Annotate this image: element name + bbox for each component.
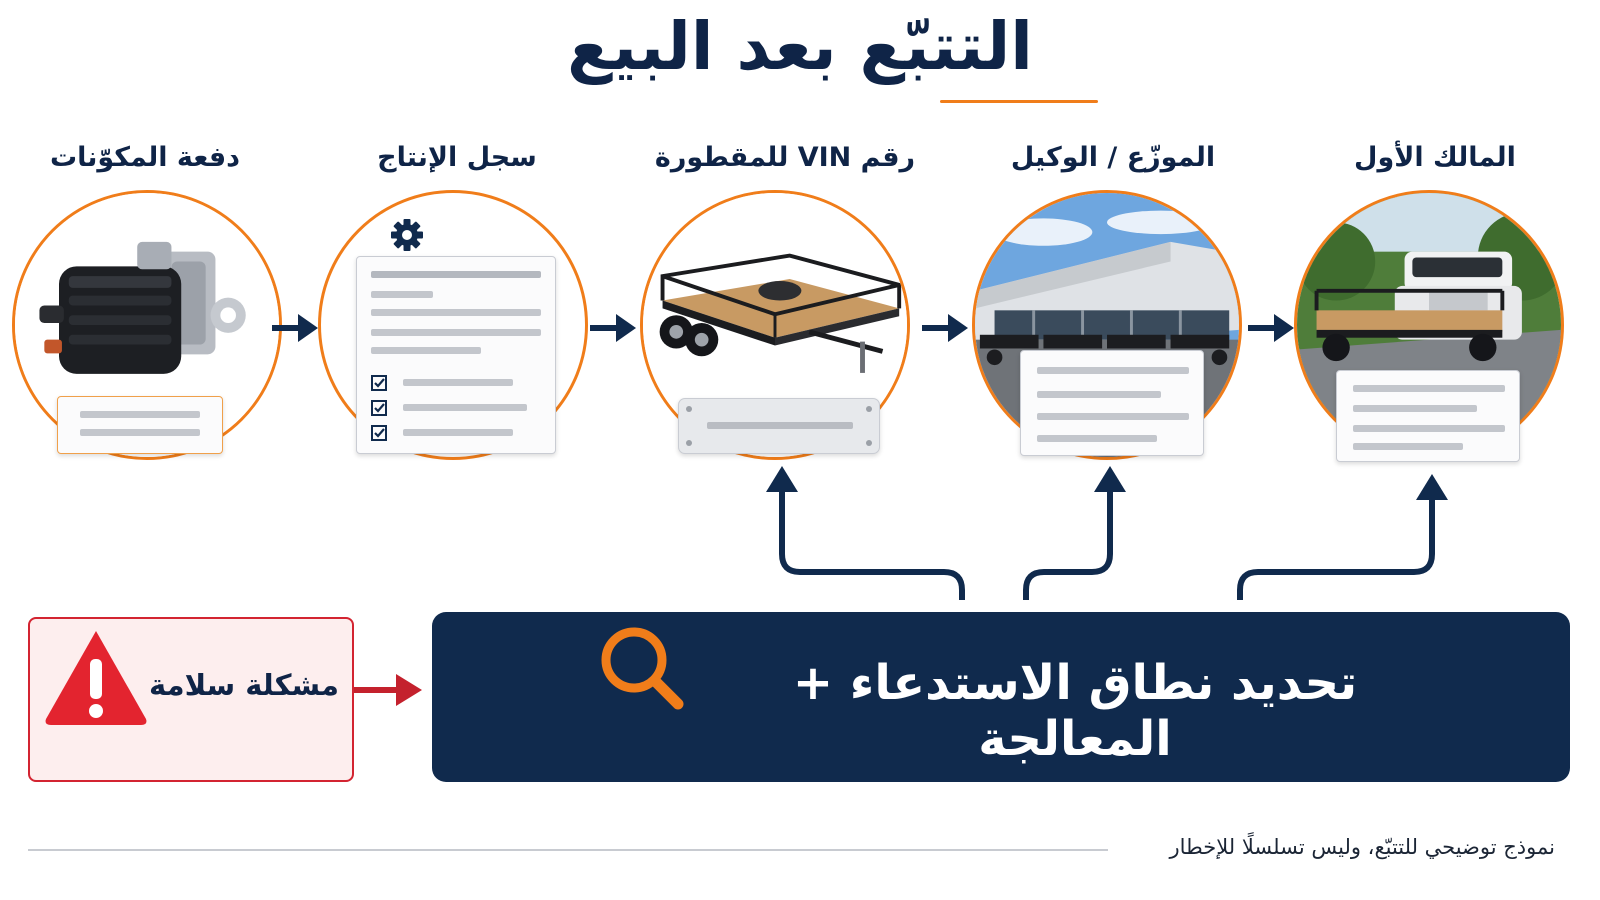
text-line-placeholder	[371, 309, 541, 316]
arrow-right-icon	[1248, 314, 1294, 342]
arrow-right-icon	[922, 314, 968, 342]
connector-to-dealer	[1023, 488, 1113, 600]
plate-rivet	[866, 406, 872, 412]
arrow-up-icon	[766, 466, 798, 492]
production-record-document	[356, 256, 556, 454]
plate-rivet	[686, 406, 692, 412]
text-line-placeholder	[80, 429, 200, 436]
page-title: التتبّع بعد البيع	[567, 8, 1033, 85]
owner-record-card	[1336, 370, 1520, 462]
text-line-placeholder	[80, 411, 200, 418]
footer-divider	[28, 849, 1108, 851]
text-line-placeholder	[1037, 367, 1189, 374]
text-line-placeholder	[403, 404, 527, 411]
text-line-placeholder	[403, 379, 513, 386]
arrow-right-icon	[354, 674, 422, 706]
safety-issue-label: مشكلة سلامة	[149, 668, 339, 702]
text-line-placeholder	[1353, 405, 1477, 412]
text-line-placeholder	[1037, 413, 1189, 420]
plate-rivet	[866, 440, 872, 446]
arrow-up-icon	[1094, 466, 1126, 492]
text-line-placeholder	[1353, 425, 1505, 432]
connector-to-owner	[1237, 496, 1435, 600]
text-line-placeholder	[371, 291, 433, 298]
footer-note: نموذج توضيحي للتتبّع، وليس تسلسلًا للإخط…	[1169, 835, 1555, 859]
recall-scope-box	[432, 612, 1570, 782]
title-underline	[940, 100, 1098, 103]
text-line-placeholder	[1037, 435, 1157, 442]
vin-plate	[678, 398, 880, 454]
stage-label-trailer-vin: رقم VIN للمقطورة	[654, 142, 916, 173]
text-line-placeholder	[707, 422, 853, 429]
text-line-placeholder	[371, 347, 481, 354]
checkbox-icon	[371, 375, 387, 441]
stage-label-component-batch: دفعة المكوّنات	[49, 142, 241, 173]
recall-scope-label: تحديد نطاق الاستدعاء + المعالجة	[792, 655, 1358, 767]
stage-label-dealer: الموزّع / الوكيل	[1010, 142, 1216, 173]
dealer-record-card	[1020, 350, 1204, 456]
text-line-placeholder	[371, 329, 541, 336]
search-icon	[601, 627, 684, 710]
gear-icon	[391, 219, 423, 251]
connector-to-vin	[779, 488, 965, 600]
component-batch-card	[57, 396, 223, 454]
arrow-right-icon	[272, 314, 318, 342]
stage-label-production-record: سجل الإنتاج	[377, 142, 537, 173]
arrow-right-icon	[590, 314, 636, 342]
stage-label-first-owner: المالك الأول	[1354, 142, 1516, 173]
arrow-up-icon	[1416, 474, 1448, 500]
text-line-placeholder	[1353, 385, 1505, 392]
warning-icon	[45, 631, 147, 725]
text-line-placeholder	[1353, 443, 1463, 450]
text-line-placeholder	[403, 429, 513, 436]
plate-rivet	[686, 440, 692, 446]
text-line-placeholder	[371, 271, 541, 278]
text-line-placeholder	[1037, 391, 1161, 398]
